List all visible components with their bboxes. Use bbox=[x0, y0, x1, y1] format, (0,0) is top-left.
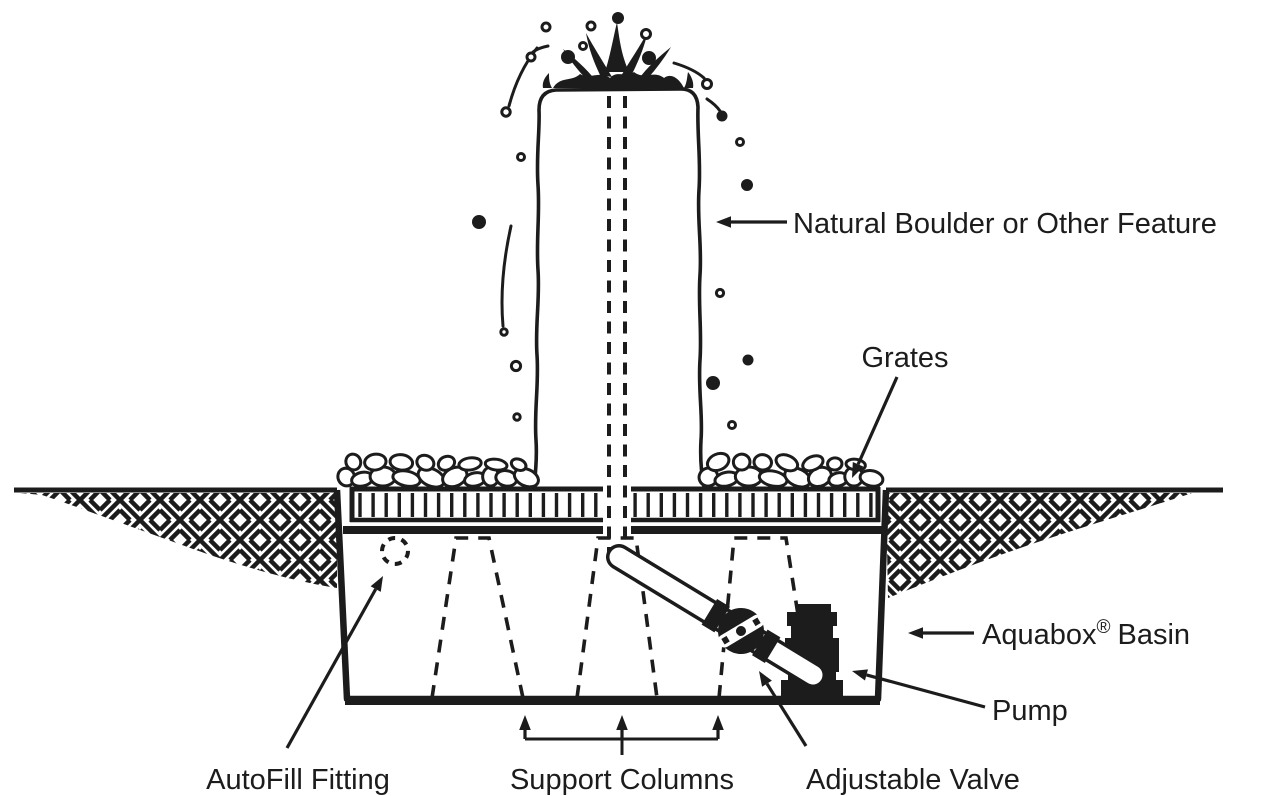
soil-hatch-left bbox=[20, 493, 337, 588]
label-natural-boulder: Natural Boulder or Other Feature bbox=[793, 208, 1217, 240]
pebble bbox=[801, 454, 825, 473]
autofill-fitting bbox=[380, 536, 410, 566]
pebble bbox=[512, 466, 540, 489]
support-column bbox=[575, 536, 659, 699]
support-columns-pointer-arrowhead bbox=[519, 715, 531, 730]
water-droplet bbox=[500, 106, 512, 118]
water-droplet bbox=[714, 287, 726, 299]
supply-pipe-dashed bbox=[607, 96, 627, 554]
pebble bbox=[826, 456, 844, 472]
water-droplet bbox=[612, 12, 624, 24]
label-pump: Pump bbox=[992, 695, 1068, 727]
water-droplet bbox=[561, 50, 575, 64]
pebble bbox=[344, 452, 363, 472]
water-droplet bbox=[727, 420, 737, 430]
label-adjustable-valve: Adjustable Valve bbox=[806, 764, 1020, 796]
pebble bbox=[509, 457, 528, 472]
water-droplet bbox=[716, 110, 728, 122]
water-droplet bbox=[516, 152, 526, 162]
pebble bbox=[858, 468, 885, 488]
pump-leader-line bbox=[866, 673, 986, 709]
autofill-fitting-leader-line bbox=[285, 588, 378, 749]
support-columns-pointer-arrowhead bbox=[616, 715, 628, 730]
soil-hatch-right bbox=[886, 493, 1192, 598]
pebble-layer bbox=[336, 451, 885, 489]
water-droplets bbox=[472, 12, 754, 430]
label-aquabox-basin: Aquabox®Basin bbox=[982, 617, 1190, 651]
pebble bbox=[457, 456, 483, 472]
pebble bbox=[363, 452, 388, 472]
water-droplet bbox=[578, 41, 588, 51]
pebble bbox=[731, 452, 752, 472]
ground-level bbox=[14, 487, 1223, 598]
leader-arrows bbox=[285, 216, 986, 755]
pebble bbox=[388, 453, 415, 472]
pebble bbox=[752, 453, 774, 472]
label-support-columns: Support Columns bbox=[510, 764, 734, 796]
adjustable-valve bbox=[701, 599, 781, 663]
water-droplet bbox=[706, 376, 720, 390]
pump-leader-arrowhead bbox=[852, 669, 868, 681]
adjustable-valve-leader-line bbox=[765, 682, 808, 747]
water-droplet bbox=[741, 179, 753, 191]
water-droplet bbox=[525, 51, 537, 63]
water-droplet bbox=[509, 359, 523, 373]
label-grates: Grates bbox=[861, 342, 948, 374]
aquabox-basin-leader-arrowhead bbox=[908, 627, 923, 639]
pebble bbox=[774, 453, 800, 473]
pebble bbox=[705, 451, 731, 473]
pebble bbox=[415, 453, 436, 472]
support-columns-pointer-arrowhead bbox=[712, 715, 724, 730]
adjustable-valve-leader-arrowhead bbox=[759, 671, 772, 687]
boulder bbox=[532, 87, 706, 489]
grates-leader-line bbox=[856, 376, 899, 465]
water-droplet bbox=[701, 78, 713, 90]
labels: Natural Boulder or Other Feature Grates … bbox=[206, 208, 1217, 796]
water-droplet bbox=[499, 327, 509, 337]
water-droplet bbox=[540, 21, 552, 33]
label-autofill-fitting: AutoFill Fitting bbox=[206, 764, 390, 796]
water-droplet bbox=[642, 51, 656, 65]
water-droplet bbox=[585, 20, 597, 32]
water-droplet bbox=[472, 215, 486, 229]
water-droplet bbox=[735, 137, 745, 147]
grates-leader-arrowhead bbox=[852, 461, 864, 478]
water-droplet bbox=[640, 28, 652, 40]
water-droplet bbox=[742, 354, 754, 366]
autofill-fitting-leader-arrowhead bbox=[370, 576, 383, 592]
support-column bbox=[430, 536, 525, 699]
natural-boulder-leader-arrowhead bbox=[716, 216, 731, 228]
water-droplet bbox=[512, 412, 522, 422]
pebble bbox=[436, 454, 457, 472]
pebble bbox=[483, 457, 509, 472]
grate-bars bbox=[358, 493, 873, 517]
grates bbox=[343, 486, 883, 534]
pebble bbox=[697, 466, 720, 488]
